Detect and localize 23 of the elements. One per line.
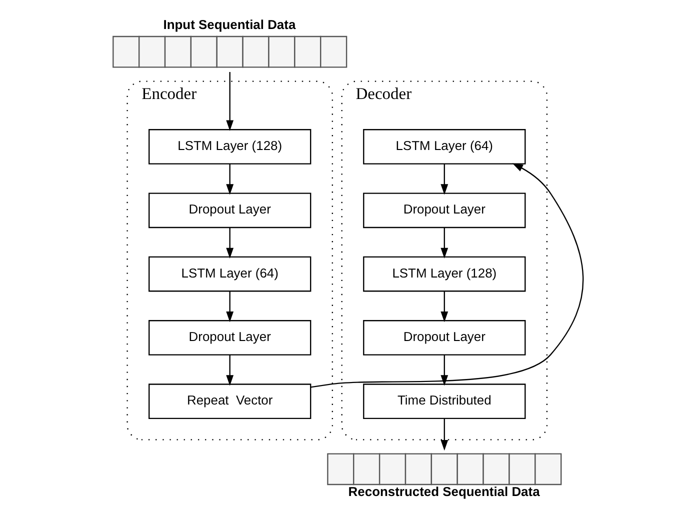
arrow — [440, 228, 448, 258]
arrow — [310, 163, 584, 388]
arrow — [226, 355, 234, 386]
node-box: LSTM Layer (128) — [148, 129, 311, 164]
arrow — [226, 72, 234, 131]
node-box: Dropout Layer — [148, 320, 311, 356]
node-box: Dropout Layer — [148, 192, 311, 228]
arrow — [440, 355, 448, 386]
arrow — [226, 228, 234, 258]
arrow — [226, 164, 234, 195]
arrow — [440, 164, 448, 195]
node-box: Dropout Layer — [362, 192, 526, 228]
arrow — [226, 291, 234, 322]
arrow — [440, 291, 448, 322]
node-box: Repeat Vector — [148, 384, 311, 420]
node-box: LSTM Layer (64) — [362, 129, 526, 164]
node-label: Reconstructed Sequential Data — [348, 484, 540, 500]
node-box: LSTM Layer (64) — [148, 256, 311, 292]
node-label: Input Sequential Data — [162, 17, 296, 32]
node-box: LSTM Layer (128) — [362, 256, 526, 292]
arrow — [440, 418, 448, 451]
node-box: Time Distributed — [362, 384, 526, 420]
node-box: Dropout Layer — [362, 320, 526, 356]
